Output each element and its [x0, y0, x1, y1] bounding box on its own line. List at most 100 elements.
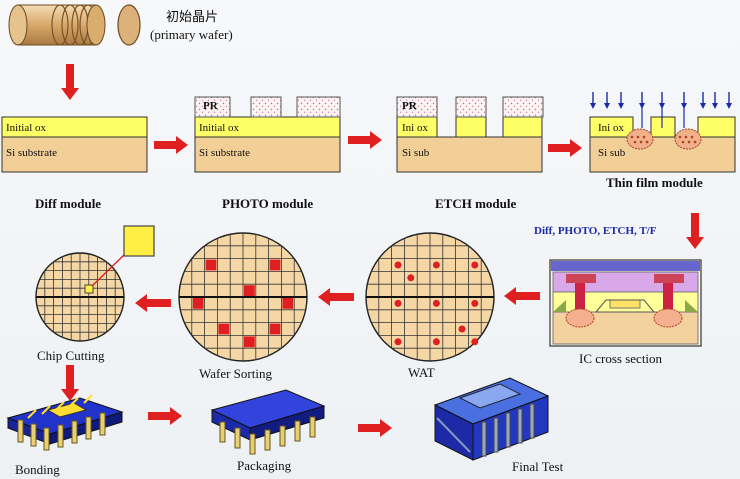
ic-plug: [663, 283, 673, 313]
package-pin: [279, 425, 286, 447]
oxide-segment: [589, 116, 634, 138]
bonding-pin: [57, 424, 64, 448]
package-pin: [219, 421, 226, 443]
chip-cutting-label: Chip Cutting: [37, 348, 105, 363]
stack-initial-oxide: [1, 116, 148, 173]
package-pin: [309, 416, 316, 438]
implant-region: [674, 128, 702, 150]
arrow-ingot-to-stack: [61, 64, 79, 100]
diff-module-label: Diff module: [35, 196, 102, 211]
arrow-packaging-to-final-test: [358, 419, 392, 437]
test-site: [432, 338, 440, 346]
selected-die: [84, 284, 94, 294]
failed-die: [244, 285, 255, 296]
bonding-pin: [43, 427, 50, 451]
ini-ox-label-3: Ini ox: [402, 122, 428, 134]
test-chip: [458, 383, 522, 409]
test-site: [458, 325, 466, 333]
wafer-sorting-label: Wafer Sorting: [199, 366, 272, 381]
failed-die: [269, 323, 281, 335]
bonding-pin: [71, 420, 78, 444]
test-probe: [481, 421, 487, 457]
oxide-segment: [697, 116, 736, 138]
package-pin: [249, 433, 256, 455]
final-test-socket: [433, 377, 550, 461]
implant-region: [626, 128, 654, 150]
photoresist-block: [194, 96, 231, 118]
wat-label: WAT: [408, 365, 435, 380]
silicon-ingot: [8, 4, 141, 46]
pr-label-3: PR: [402, 100, 417, 112]
pr-label-2: PR: [203, 100, 218, 112]
packaging-label: Packaging: [237, 458, 292, 473]
test-site: [394, 299, 402, 307]
bonding-pin: [30, 423, 37, 447]
final-test-label: Final Test: [512, 459, 564, 474]
packaged-chip: [210, 389, 326, 455]
substrate-layer: [589, 136, 736, 173]
test-probe: [529, 403, 535, 439]
arrow-stack-1-to-2: [154, 136, 188, 154]
primary-wafer-disc: [117, 4, 141, 46]
package-pin: [264, 429, 271, 451]
photoresist-block: [396, 96, 438, 118]
test-site: [471, 261, 479, 269]
initial-ox-label-2: Initial ox: [199, 122, 240, 134]
bonding-chip: [6, 394, 124, 451]
primary-wafer-en-label: (primary wafer): [150, 27, 233, 42]
wat-wafer: [365, 232, 495, 362]
si-sub-label-3: Si sub: [402, 147, 430, 159]
test-site: [432, 299, 440, 307]
test-site: [471, 299, 479, 307]
failed-die: [192, 298, 204, 309]
ic-drain: [653, 308, 683, 328]
test-site: [394, 261, 402, 269]
package-pin: [294, 420, 301, 442]
ini-ox-label-4: Ini ox: [598, 122, 624, 134]
arrow-cutting-to-bonding: [61, 365, 79, 401]
arrow-to-ic-cross-section: [686, 213, 704, 249]
primary-wafer-cn-label: 初始晶片: [166, 10, 219, 25]
sorting-wafer: [178, 232, 308, 362]
failed-die: [205, 259, 217, 271]
si-sub-label-4: Si sub: [598, 147, 626, 159]
ic-gate: [609, 299, 641, 309]
test-site: [471, 338, 479, 346]
test-site: [394, 338, 402, 346]
stack-thin-film: [589, 116, 736, 173]
test-probe: [517, 408, 523, 444]
ic-contact-cap: [566, 274, 596, 283]
chip-cutting-detail: [84, 225, 155, 294]
arrow-bonding-to-packaging: [148, 407, 182, 425]
failed-die: [244, 336, 255, 348]
combined-modules-label: Diff, PHOTO, ETCH, T/F: [534, 225, 657, 237]
photoresist-block: [250, 96, 282, 118]
bonding-label: Bonding: [15, 462, 60, 477]
failed-die: [218, 323, 230, 335]
photo-module-label: PHOTO module: [222, 196, 314, 211]
enlarged-chip: [123, 225, 155, 257]
failed-die: [282, 298, 294, 309]
package-pin: [234, 427, 241, 449]
bonding-pin: [99, 412, 106, 436]
etch-module-label: ETCH module: [435, 196, 517, 211]
stack-photoresist: [194, 96, 341, 173]
thin-film-module-label: Thin film module: [606, 175, 703, 190]
ic-plug: [575, 283, 585, 313]
photoresist-block: [296, 96, 341, 118]
ic-contact-cap: [654, 274, 684, 283]
oxide-segment: [455, 116, 487, 138]
test-probe: [493, 417, 499, 453]
implant-arrows: [590, 92, 732, 128]
photoresist-block: [502, 96, 544, 118]
si-substrate-label-1: Si substrate: [6, 147, 58, 159]
photoresist-block: [455, 96, 487, 118]
ic-source: [565, 308, 595, 328]
test-site: [432, 261, 440, 269]
arrow-sorting-to-cutting: [135, 294, 171, 312]
bonding-pin: [17, 419, 24, 443]
ic-cross-section: [549, 259, 702, 347]
failed-die: [269, 259, 281, 271]
